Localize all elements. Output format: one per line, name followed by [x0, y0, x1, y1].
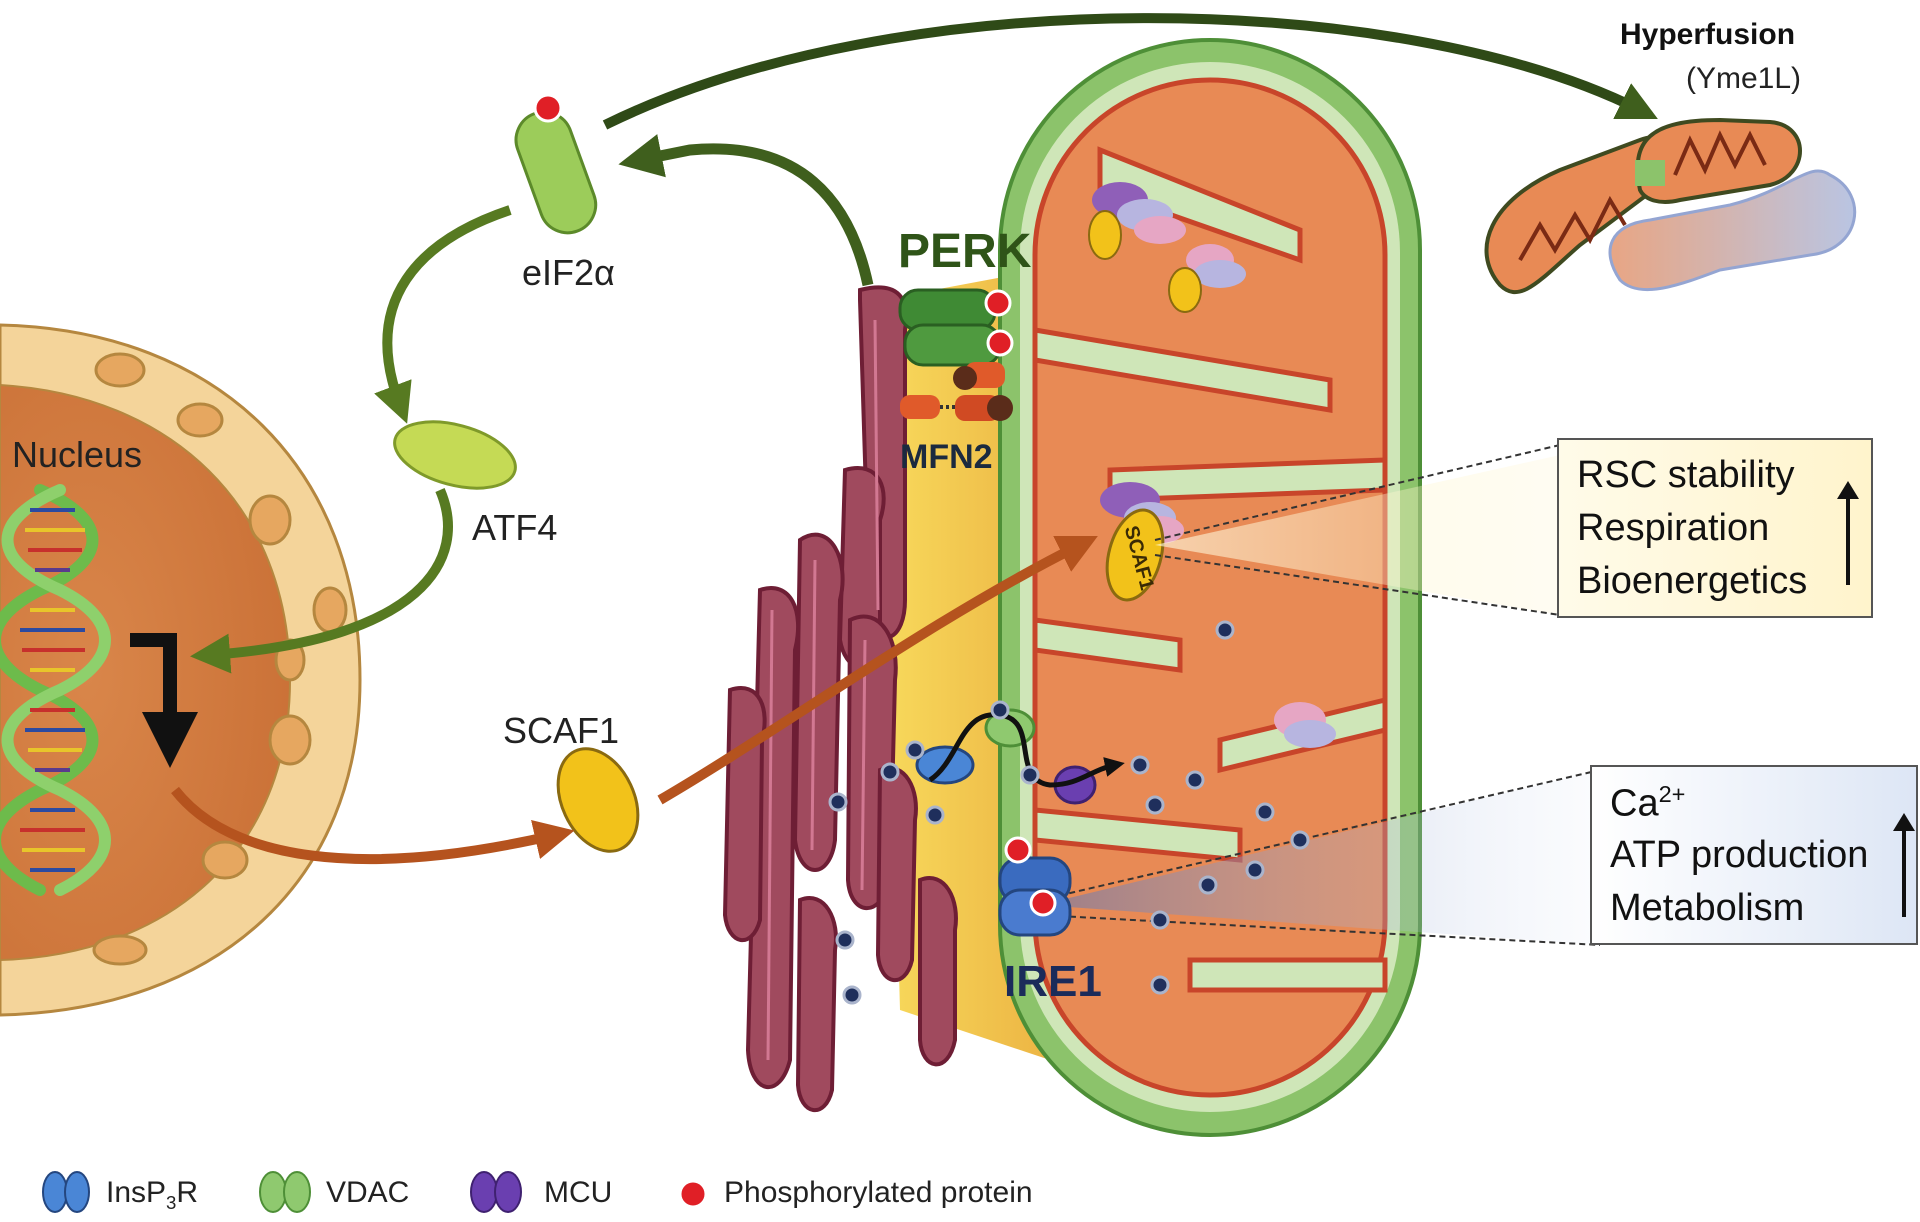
scaf1-cyto-protein	[556, 747, 640, 853]
calcium-charge: 2+	[1658, 781, 1686, 807]
callout-line	[1039, 769, 1601, 901]
nucleus-to-scaf1-arrow	[171, 786, 575, 864]
eif2a-to-hyperfusion-arrow	[602, 13, 1658, 130]
yme1l-label: (Yme1L)	[1686, 62, 1802, 95]
legend-mcu: MCU	[528, 1176, 612, 1210]
atf4-protein	[393, 420, 517, 490]
perk-dimer	[898, 288, 1014, 367]
perk-label: PERK	[898, 225, 1032, 278]
phospho-icon	[678, 1179, 708, 1209]
eif2a-label: eIF2α	[522, 252, 615, 293]
legend-label-insp3r: InsP3R	[106, 1176, 199, 1213]
nuclear-pores	[92, 352, 348, 966]
box-line-respiration: Respiration	[1577, 507, 1770, 549]
mfn2-label: MFN2	[900, 438, 993, 476]
matrix	[1032, 77, 1388, 1098]
ire1-dimer	[998, 836, 1072, 937]
box-line-rsc: RSC stability	[1577, 454, 1795, 496]
scaf1-import-arrow	[657, 536, 1098, 805]
ire1-label: IRE1	[1004, 957, 1102, 1006]
eif2a-phospho	[533, 93, 563, 123]
perk-to-eif2a-arrow	[618, 134, 874, 287]
insp3r-icon	[42, 1171, 90, 1213]
mcu-icon	[470, 1171, 522, 1213]
vdac-icon	[259, 1171, 311, 1213]
box-line-metabolism: Metabolism	[1610, 887, 1805, 929]
calcium-flux-arrow	[928, 712, 1125, 788]
nucleus-label: Nucleus	[12, 434, 143, 475]
mitochondrion	[657, 38, 1601, 1137]
increase-arrow-top	[1837, 481, 1859, 585]
scaf1-mito-protein	[1105, 508, 1165, 602]
faded-mitochondrion	[1608, 169, 1857, 292]
callout-line	[1154, 554, 1561, 616]
box-line-bioenergetics: Bioenergetics	[1577, 560, 1808, 602]
eif2a-to-atf4-arrow	[374, 205, 512, 424]
calcium-effects-box: Ca2+ ATP production Metabolism	[1590, 765, 1918, 945]
respiration-beam	[1155, 455, 1560, 615]
transcription-arrow	[130, 633, 198, 768]
increase-arrow-bottom	[1893, 813, 1915, 917]
hyperfused-mitochondria	[1484, 117, 1857, 295]
calcium-beam	[1040, 770, 1600, 945]
scaf1-cyto-label: SCAF1	[503, 710, 620, 751]
callout-line	[1039, 914, 1601, 946]
legend-insp3r: InsP3R	[90, 1176, 198, 1214]
box-line-atp: ATP production	[1610, 834, 1869, 876]
calcium-channel-complex	[828, 700, 1125, 1005]
atf4-label: ATF4	[472, 507, 558, 548]
legend-label-phospho: Phosphorylated protein	[724, 1176, 1033, 1209]
mfn2-tether	[900, 362, 1013, 421]
respiration-effects-box: RSC stability Respiration Bioenergetics	[1557, 438, 1873, 618]
legend-icons	[42, 1171, 708, 1213]
dna-helix	[0, 484, 111, 896]
nucleus	[0, 323, 362, 1017]
calcium-symbol: Ca	[1610, 782, 1659, 825]
atf4-to-nucleus-arrow	[190, 488, 453, 674]
hyperfusion-label: Hyperfusion	[1620, 18, 1796, 51]
box-line-calcium: Ca2+	[1610, 781, 1685, 826]
calcium-ions-matrix	[1130, 620, 1310, 995]
legend-vdac: VDAC	[310, 1176, 409, 1210]
legend-label-vdac: VDAC	[326, 1176, 410, 1209]
eif2a-protein	[514, 110, 598, 235]
legend-label-mcu: MCU	[544, 1176, 613, 1209]
legend-phospho: Phosphorylated protein	[708, 1176, 1033, 1210]
